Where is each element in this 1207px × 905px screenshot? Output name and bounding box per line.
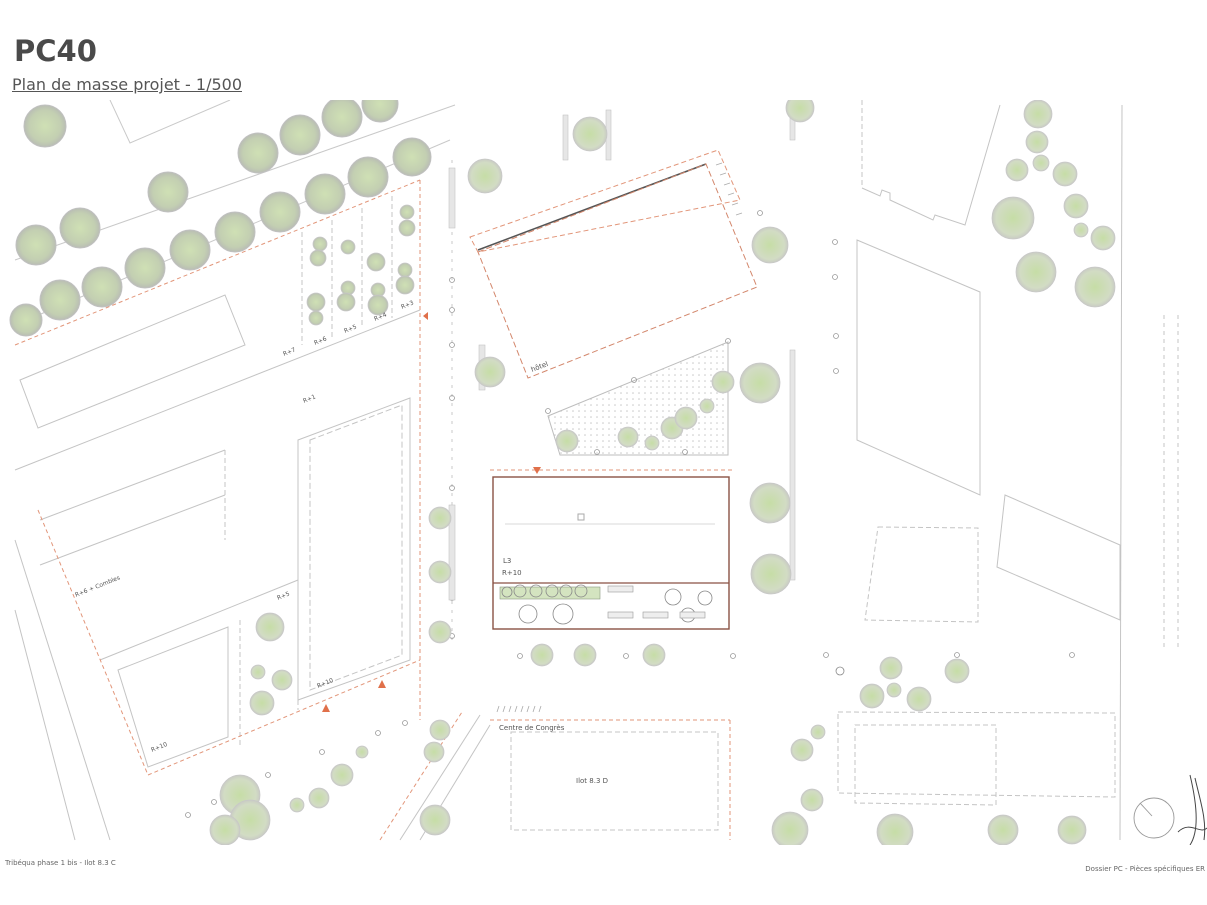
limit-left-lower: [37, 509, 421, 776]
site-plan-drawing: R+7 R+6 R+5 R+4 R+3 R+1 R+6 + Combles R+…: [9, 100, 1207, 845]
limit-top-left: [14, 179, 421, 720]
signature: [1177, 774, 1207, 845]
svg-text:R+3: R+3: [400, 299, 415, 310]
north-arrow-icon: [1133, 797, 1175, 839]
page-subtitle: Plan de masse projet - 1/500: [12, 75, 242, 94]
svg-text:R+10: R+10: [502, 569, 522, 577]
svg-text:R+6: R+6: [313, 335, 328, 346]
svg-text:Centre de Congrès: Centre de Congrès: [499, 724, 565, 732]
right-buildings: [837, 100, 1179, 841]
svg-text:hôtel: hôtel: [530, 360, 549, 374]
svg-text:R+1: R+1: [302, 393, 317, 404]
svg-text:R+10: R+10: [150, 741, 168, 754]
height-labels-top: R+7 R+6 R+5 R+4 R+3 R+1: [282, 299, 415, 404]
small-trees-courtyard: [306, 204, 416, 326]
footer-project-name: Tribéqua phase 1 bis - Ilot 8.3 C: [5, 859, 116, 867]
tree-row-lower: [9, 137, 432, 337]
left-mid-blocks: [14, 397, 411, 841]
project-building-l3: L3 R+10: [490, 467, 735, 630]
svg-text:Ilot 8.3 D: Ilot 8.3 D: [576, 777, 608, 785]
centre-de-congres: Centre de Congrès Ilot 8.3 D: [490, 705, 731, 840]
plaza: [545, 341, 781, 456]
svg-text:R+7: R+7: [282, 346, 297, 357]
tree-row-upper: [15, 100, 399, 266]
page-title: PC40: [14, 34, 97, 68]
tree-cluster-right: [749, 100, 1116, 595]
svg-text:R+4: R+4: [373, 311, 388, 322]
svg-text:R+5: R+5: [276, 590, 291, 601]
svg-text:R+6 + Combles: R+6 + Combles: [74, 574, 121, 598]
svg-text:L3: L3: [503, 557, 511, 565]
svg-text:R+5: R+5: [343, 323, 358, 334]
access-marker: [423, 312, 428, 320]
footer-dossier: Dossier PC - Pièces spécifiques ER: [1085, 865, 1205, 873]
hotel-building: hôtel: [469, 149, 758, 379]
